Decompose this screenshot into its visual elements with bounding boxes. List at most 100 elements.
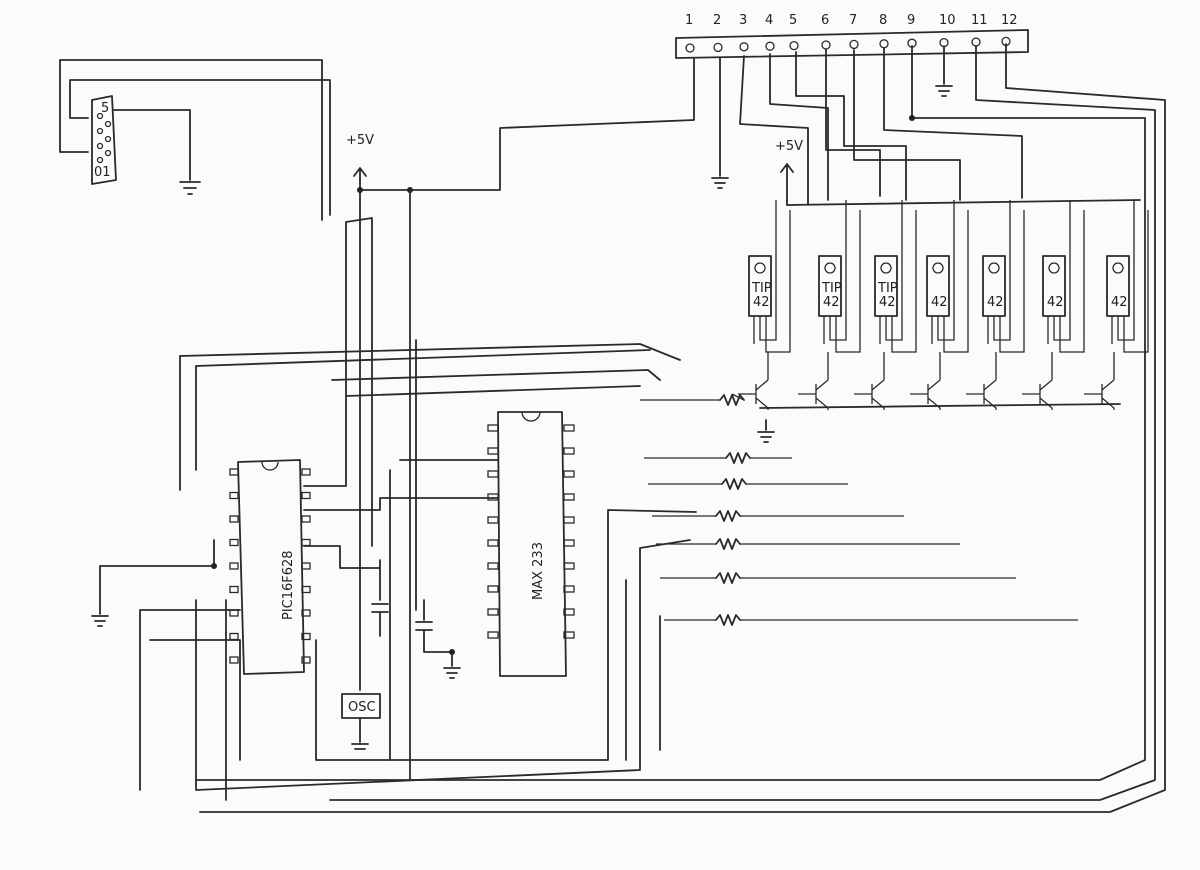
npn-transistor [910, 352, 941, 410]
junction-dot [909, 115, 915, 121]
header-pin-label: 9 [907, 13, 915, 28]
npn-transistor [966, 352, 997, 410]
chip-pin [229, 491, 239, 500]
header-pin-label: 5 [789, 13, 797, 28]
ground-symbol [91, 539, 215, 627]
chip-pin [301, 585, 311, 594]
wire [199, 43, 1166, 813]
header-pin-label: 10 [939, 13, 956, 28]
transistor-type-label: 42 [823, 295, 840, 310]
chip-pin [563, 631, 575, 639]
chip-pin [563, 585, 575, 593]
header-pin [879, 39, 889, 49]
oscillator-label: OSC [348, 700, 376, 715]
wire [139, 609, 241, 791]
chip-pin [229, 562, 239, 570]
tip42-transistor: 42 [1106, 200, 1149, 353]
wire [359, 57, 695, 191]
supply-right-label: +5V [775, 139, 803, 154]
tip42-transistor: 42 [926, 200, 969, 353]
resistor [721, 478, 747, 490]
chip-pin [487, 562, 499, 570]
chip-pin [229, 632, 239, 641]
wire [303, 545, 381, 569]
header-connector [675, 29, 1029, 59]
chip-pin [563, 516, 575, 524]
wire [329, 45, 1156, 801]
header-pin [971, 37, 981, 47]
wire [769, 53, 829, 201]
chip-pin [487, 631, 499, 639]
chip-pin [229, 515, 239, 523]
resistor [715, 510, 741, 522]
wire [303, 217, 373, 547]
wire [179, 343, 681, 491]
base-resistors [640, 393, 1078, 626]
wire [195, 539, 691, 791]
tip42-transistor: 42 [982, 200, 1025, 353]
chip-pin [487, 516, 499, 524]
chip-pin [487, 493, 499, 501]
pic-chip-label: PIC16F628 [281, 550, 296, 620]
chip-pin [301, 632, 311, 641]
wire [113, 109, 191, 181]
chip-pin [301, 515, 311, 523]
transistor-type-label: TIP [751, 281, 772, 296]
header-pin-label: 6 [821, 13, 829, 28]
chip-pin [563, 539, 575, 547]
resistor [719, 394, 745, 406]
wire [711, 57, 729, 189]
transistor-type-label: 42 [879, 295, 896, 310]
wire [825, 49, 881, 197]
header-pin [849, 39, 859, 50]
header-pin-label: 4 [765, 13, 773, 28]
chip-pin [563, 470, 575, 478]
header-pin-label: 11 [971, 13, 988, 28]
chip-pin [563, 562, 575, 570]
transistor-type-label: 42 [931, 295, 948, 310]
wire [883, 47, 1023, 199]
oscillator: OSC [341, 693, 381, 750]
wire [149, 639, 241, 761]
chip-pin [301, 491, 311, 500]
header-pin-label: 7 [849, 13, 857, 28]
pic-pins [229, 468, 311, 664]
transistor-type-label: TIP [877, 281, 898, 296]
chip-pin [229, 585, 239, 594]
supply-5v-left: +5V [346, 133, 374, 191]
npn-drivers [738, 352, 1115, 410]
ground-symbol [179, 181, 201, 195]
wire [331, 369, 661, 381]
supply-5v-right: +5V [775, 139, 803, 206]
header-pin [739, 42, 749, 52]
db9-connector: 5 01 [91, 95, 117, 185]
wire [69, 79, 331, 216]
tip42-transistor: 42 [1042, 200, 1085, 353]
npn-transistor [738, 352, 769, 410]
junction-dot [211, 563, 217, 569]
chip-pin [301, 468, 311, 476]
pic16f628-chip: PIC16F628 [237, 459, 305, 675]
chip-pin [487, 447, 499, 455]
header-pin [713, 42, 723, 53]
chip-pin [301, 656, 311, 664]
capacitor [415, 599, 461, 679]
chip-pin [301, 562, 311, 570]
transistor-type-label: 42 [753, 295, 770, 310]
wire [59, 59, 323, 221]
header-pin [789, 40, 799, 51]
header-pin-label: 8 [879, 13, 887, 28]
transistor-type-label: 42 [987, 295, 1004, 310]
db9-pin-1-label: 01 [94, 165, 111, 180]
wire [303, 497, 499, 511]
chip-pin [487, 585, 499, 593]
db9-pin-5-label: 5 [101, 101, 109, 116]
max233-chip: MAX 233 [497, 411, 567, 677]
wire [195, 45, 1146, 781]
chip-pin [487, 424, 499, 432]
wire [315, 509, 697, 761]
